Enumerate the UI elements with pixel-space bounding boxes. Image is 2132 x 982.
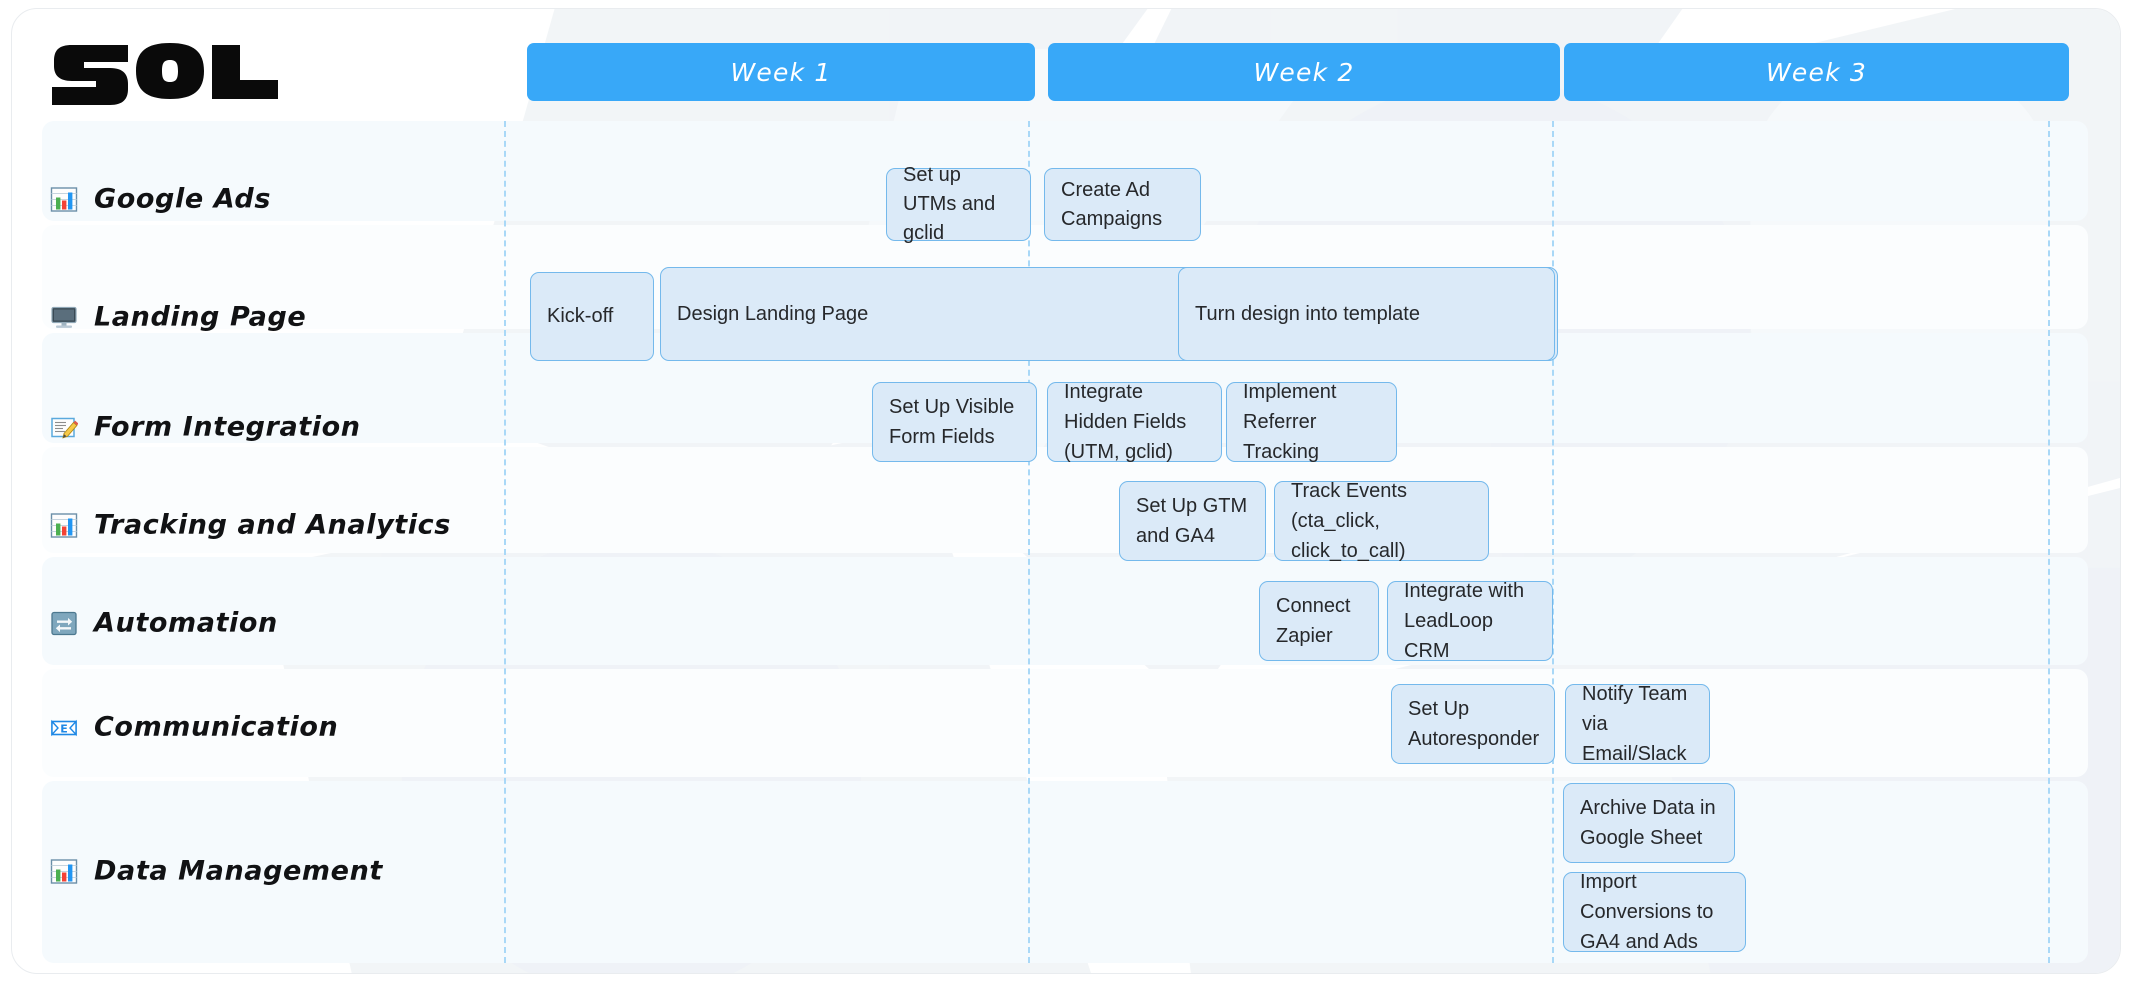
bar-chart-icon — [50, 857, 78, 885]
week-header-3[interactable]: Week 3 — [1564, 43, 2069, 101]
task-card[interactable]: Set Up Autoresponder — [1391, 684, 1555, 764]
task-card[interactable]: Track Events (cta_click, click_to_call) — [1274, 480, 1489, 562]
lane-label-tracking-and-analytics[interactable]: Tracking and Analytics — [50, 510, 451, 541]
week-header-2[interactable]: Week 2 — [1048, 43, 1560, 101]
task-card-label: Implement Referrer Tracking — [1243, 381, 1337, 463]
task-card-label: Set Up GTM and GA4 — [1136, 495, 1248, 547]
bar-chart-icon — [50, 511, 78, 539]
lane-label-communication[interactable]: E Communication — [50, 712, 338, 743]
task-card-label: Track Events (cta_click, click_to_call) — [1291, 480, 1407, 562]
task-card-label: Set Up Visible Form Fields — [889, 396, 1015, 448]
monitor-icon — [50, 303, 78, 331]
arrows-cycle-icon — [50, 609, 78, 637]
task-card-label: Archive Data in Google Sheet — [1580, 797, 1716, 849]
task-card[interactable]: Kick-off — [530, 272, 654, 361]
lane-label-text: Automation — [94, 607, 278, 639]
week-header-1-label: Week 1 — [730, 57, 832, 87]
lane-label-text: Google Ads — [94, 183, 272, 215]
task-card[interactable]: Create Ad Campaigns — [1044, 168, 1201, 241]
task-card-label: Create Ad Campaigns — [1061, 178, 1163, 230]
bar-chart-icon — [50, 185, 78, 213]
lane-label-text: Tracking and Analytics — [94, 509, 451, 541]
task-card-label: Turn design into template — [1195, 302, 1420, 325]
week-header-2-label: Week 2 — [1253, 57, 1355, 87]
lane-band-communication — [42, 669, 2088, 777]
lane-label-text: Communication — [94, 711, 339, 743]
task-card[interactable]: Integrate with LeadLoop CRM — [1387, 580, 1553, 662]
task-card-label: Import Conversions to GA4 and Ads — [1580, 871, 1714, 953]
lane-band-automation — [42, 557, 2088, 665]
task-card[interactable]: Connect Zapier — [1259, 581, 1379, 661]
task-card[interactable]: Integrate Hidden Fields (UTM, gclid) — [1047, 381, 1222, 463]
sol-logo — [52, 37, 282, 105]
column-divider-4 — [2048, 121, 2050, 963]
task-card-label: Connect Zapier — [1276, 595, 1351, 647]
task-card-label: Set up UTMs and gclid — [903, 164, 996, 244]
lane-label-text: Form Integration — [94, 411, 361, 443]
task-card-label: Notify Team via Email/Slack — [1582, 683, 1688, 765]
task-card-label: Kick-off — [547, 305, 614, 327]
week-header-3-label: Week 3 — [1765, 57, 1867, 87]
svg-text:E: E — [60, 722, 68, 735]
lane-label-data-management[interactable]: Data Management — [50, 856, 383, 887]
envelope-e-icon: E — [50, 713, 78, 741]
lane-label-form-integration[interactable]: Form Integration — [50, 412, 361, 443]
task-card[interactable]: Notify Team via Email/Slack — [1565, 683, 1710, 765]
task-card[interactable]: Implement Referrer Tracking — [1226, 381, 1397, 463]
task-card[interactable]: Set Up GTM and GA4 — [1119, 481, 1266, 561]
task-card[interactable]: Set Up Visible Form Fields — [872, 382, 1037, 462]
task-card-label: Integrate Hidden Fields (UTM, gclid) — [1064, 381, 1187, 463]
lane-label-google-ads[interactable]: Google Ads — [50, 184, 271, 215]
column-divider-1 — [504, 121, 506, 963]
task-card[interactable]: Set up UTMs and gclid — [886, 164, 1031, 244]
lane-label-text: Data Management — [94, 855, 383, 887]
board-card-frame: Week 1 Week 2 Week 3 Google Ads — [11, 8, 2121, 974]
lane-label-automation[interactable]: Automation — [50, 608, 278, 639]
column-divider-3 — [1552, 121, 1554, 963]
task-card-label: Integrate with LeadLoop CRM — [1404, 580, 1525, 662]
task-card-label: Set Up Autoresponder — [1408, 698, 1540, 750]
lane-label-landing-page[interactable]: Landing Page — [50, 302, 306, 333]
task-card[interactable]: Turn design into template — [1178, 267, 1555, 361]
lane-label-text: Landing Page — [94, 301, 307, 333]
task-card[interactable]: Import Conversions to GA4 and Ads — [1563, 871, 1746, 953]
task-card-label: Design Landing Page — [677, 302, 869, 325]
week-header-1[interactable]: Week 1 — [527, 43, 1035, 101]
column-divider-2 — [1028, 121, 1030, 963]
task-card[interactable]: Archive Data in Google Sheet — [1563, 783, 1735, 863]
memo-pencil-icon — [50, 413, 78, 441]
